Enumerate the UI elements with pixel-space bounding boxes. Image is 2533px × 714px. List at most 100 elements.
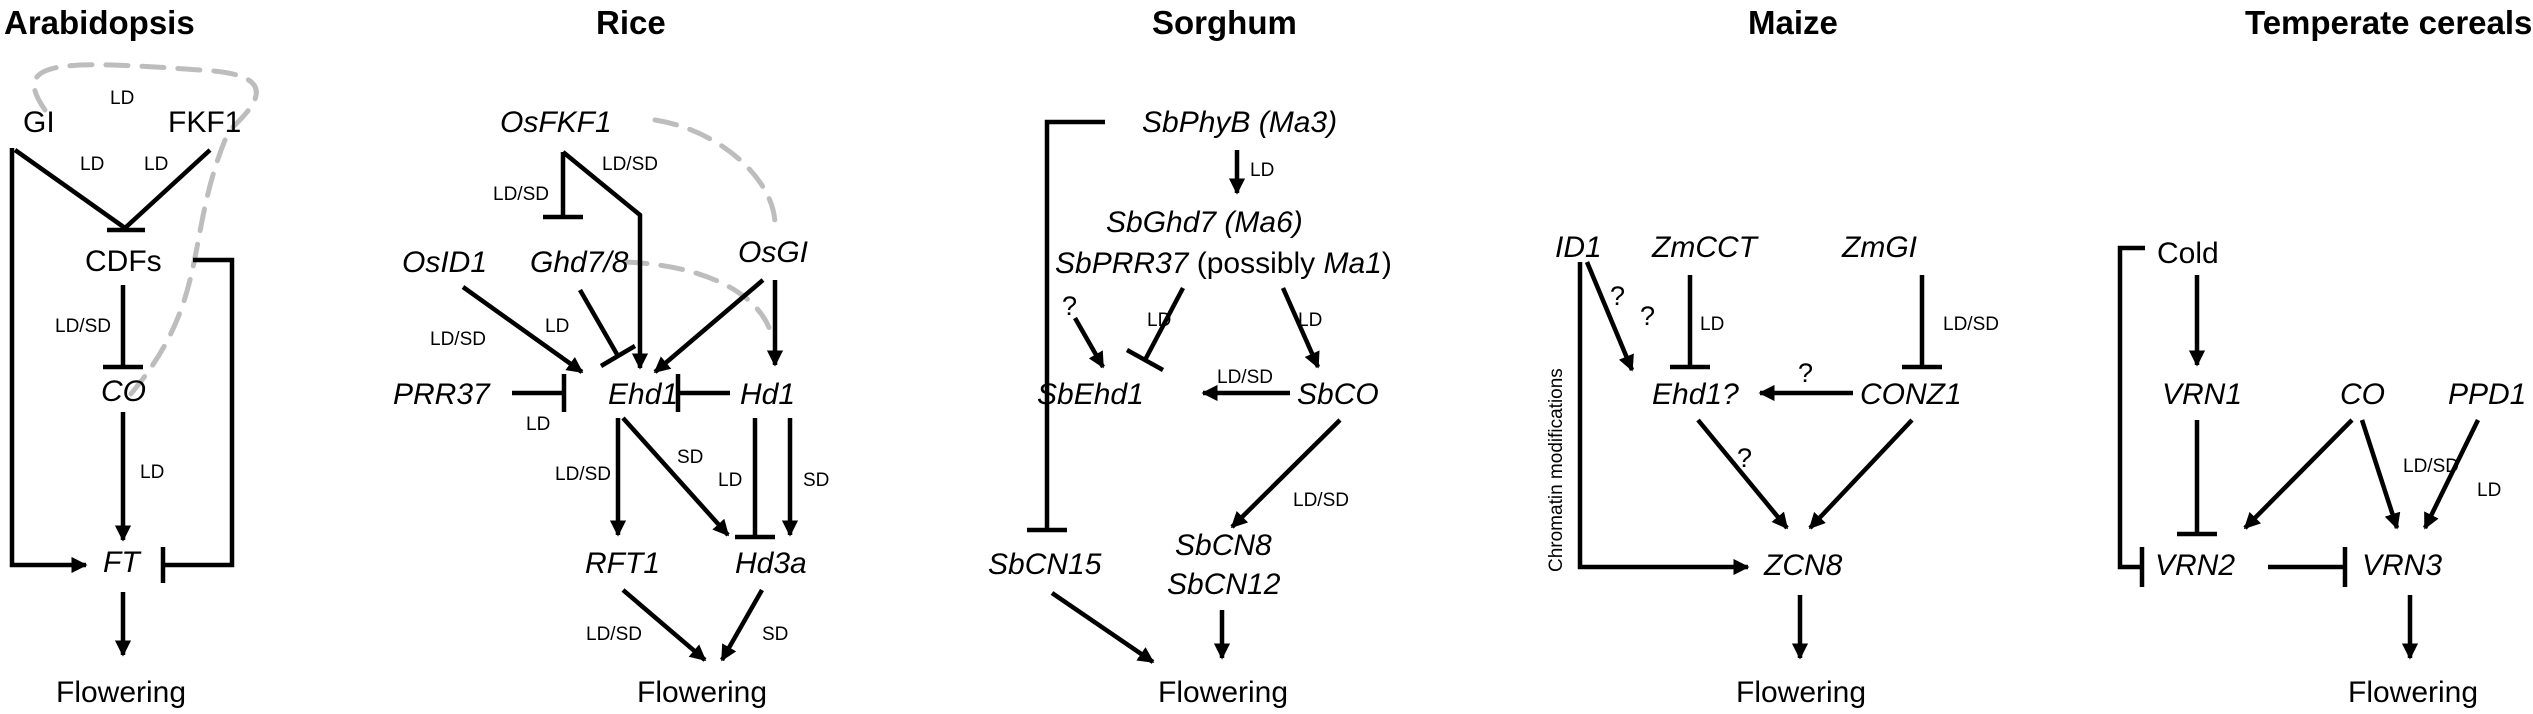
node-sbco: SbCO — [1297, 378, 1379, 411]
ppd1-vrn3-arrow — [2422, 419, 2481, 530]
node-flowering: Flowering — [56, 676, 186, 709]
title-sorghum: Sorghum — [1152, 4, 1297, 41]
label-ldsd-rft: LD/SD — [555, 464, 611, 485]
sbco-sbcn8-arrow — [1230, 418, 1342, 529]
node-id1: ID1 — [1555, 231, 1602, 264]
node-sbcn15: SbCN15 — [988, 548, 1102, 581]
label-chromatin-modifications: Chromatin modifications — [1546, 368, 1567, 572]
node-ft: FT — [103, 546, 142, 579]
node-vrn2: VRN2 — [2155, 549, 2235, 582]
label-question: ? — [1062, 291, 1077, 321]
label-ld-co: LD — [140, 462, 164, 483]
osfkf1-osgi-dashed-link — [652, 117, 778, 228]
node-ppd1: PPD1 — [2448, 378, 2526, 411]
node-ehd1: Ehd1 — [608, 378, 678, 411]
panel-arabidopsis: Arabidopsis GI FKF1 CDFs CO FT Flowering… — [4, 4, 259, 709]
title-maize: Maize — [1748, 4, 1838, 41]
gi-fkf1-dashed-link — [31, 62, 259, 133]
sbprr37-sbco-arrow — [1280, 287, 1321, 369]
node-sbcn12: SbCN12 — [1167, 568, 1281, 601]
question-sbehd1-arrow — [1073, 316, 1105, 369]
label-ld-phyb: LD — [1250, 160, 1274, 181]
osgi-ehd1-arrow — [653, 278, 765, 374]
node-sbcn8: SbCN8 — [1175, 529, 1272, 562]
label-ld-gi: LD — [80, 154, 104, 175]
label-ldsd-fkf1: LD/SD — [602, 154, 658, 175]
node-fkf1: FKF1 — [168, 106, 241, 139]
node-ehd1: Ehd1? — [1652, 378, 1739, 411]
fkf1-co-dashed-link — [127, 137, 228, 398]
label-ld-fkf1: LD — [144, 154, 168, 175]
label-ld-right: LD — [1298, 310, 1322, 331]
node-zmcct: ZmCCT — [1651, 231, 1760, 264]
cold-vrn2-inhibition — [2117, 245, 2145, 570]
label-ld-zmcct: LD — [1700, 314, 1724, 335]
label-ldsd-fl: LD/SD — [586, 624, 642, 645]
node-sbehd1: SbEhd1 — [1037, 378, 1144, 411]
label-ldsd-cn: LD/SD — [1293, 490, 1349, 511]
node-osfkf1: OsFKF1 — [500, 106, 612, 139]
panel-temperate-cereals: Temperate cereals Cold VRN1 CO PPD1 VRN2… — [2117, 4, 2532, 709]
node-sbphyb: SbPhyB (Ma3) — [1142, 106, 1337, 139]
co-vrn3-arrow — [2359, 419, 2401, 530]
title-temperate-cereals: Temperate cereals — [2245, 4, 2532, 41]
panel-sorghum: Sorghum SbPhyB (Ma3) SbGhd7 (Ma6) SbPRR3… — [988, 4, 1392, 709]
label-ldsd-co: LD/SD — [1217, 367, 1273, 388]
sbprr37-sbehd1-inhibition — [1143, 286, 1185, 362]
node-rft1: RFT1 — [585, 547, 660, 580]
cdfs-ft-inhibition — [165, 257, 235, 568]
node-hd3a: Hd3a — [735, 547, 807, 580]
node-hd1: Hd1 — [740, 378, 795, 411]
gi-ft-arrow — [9, 148, 88, 574]
panel-rice: Rice OsFKF1 OsID1 Ghd7/8 OsGI PRR37 Ehd1… — [393, 4, 829, 709]
node-zcn8: ZCN8 — [1763, 549, 1843, 582]
osid1-ehd1-arrow — [461, 285, 584, 374]
gi-cdfs-inhibition — [13, 148, 127, 230]
ghd78-hd1-dashed-link — [622, 259, 773, 333]
label-ldsd-cdfs: LD/SD — [55, 316, 111, 337]
label-sd-fl: SD — [762, 624, 788, 645]
node-osid1: OsID1 — [402, 246, 487, 279]
label-ldsd-id1: LD/SD — [430, 329, 486, 350]
id1-ehd1-arrow — [1584, 261, 1635, 372]
co-vrn2-arrow — [2243, 418, 2354, 530]
label-ldsd-ppd1: LD/SD — [2403, 456, 2459, 477]
title-rice: Rice — [596, 4, 666, 41]
ehd1-zcn8-arrow — [1696, 418, 1789, 530]
fkf1-cdfs-inhibition — [123, 148, 212, 230]
node-flowering: Flowering — [637, 676, 767, 709]
ghd78-ehd1-inhibition — [578, 288, 620, 358]
hd3a-flowering-arrow — [720, 588, 764, 662]
label-ld-top: LD — [110, 88, 134, 109]
node-gi: GI — [23, 106, 55, 139]
node-zmgi: ZmGI — [1841, 231, 1917, 264]
label-question-ehd1: ? — [1737, 443, 1752, 473]
sbehd1-inhibition-bar — [1125, 348, 1165, 372]
label-ld-ghd: LD — [545, 316, 569, 337]
label-sd-ehd: SD — [677, 447, 703, 468]
rft1-flowering-arrow — [621, 588, 707, 662]
label-ld-prr: LD — [526, 414, 550, 435]
osfkf1-ehd1-arrow — [561, 150, 649, 370]
node-flowering: Flowering — [1158, 676, 1288, 709]
label-ldsd-left: LD/SD — [493, 184, 549, 205]
conz1-zcn8-arrow — [1808, 418, 1914, 530]
label-ld-ppd1: LD — [2477, 480, 2501, 501]
node-flowering: Flowering — [1736, 676, 1866, 709]
node-flowering: Flowering — [2348, 676, 2478, 709]
panel-maize: Maize ID1 ZmCCT ZmGI Ehd1? CONZ1 ZCN8 Fl… — [1546, 4, 1999, 709]
node-cdfs: CDFs — [85, 245, 162, 278]
ehd1-hd3a-arrow — [621, 416, 730, 537]
node-sbghd7: SbGhd7 (Ma6) — [1106, 206, 1303, 239]
node-conz1: CONZ1 — [1860, 378, 1962, 411]
title-arabidopsis: Arabidopsis — [4, 4, 195, 41]
node-co: CO — [2340, 378, 2385, 411]
sbcn15-flowering-arrow — [1050, 591, 1155, 664]
node-osgi: OsGI — [738, 236, 808, 269]
sbphyb-sbcn15-inhibition — [1044, 119, 1105, 528]
label-ld-hd1: LD — [718, 470, 742, 491]
chromatin-zcn8-arrow — [1577, 262, 1750, 576]
node-ghd78: Ghd7/8 — [530, 246, 629, 279]
node-co: CO — [101, 375, 146, 408]
